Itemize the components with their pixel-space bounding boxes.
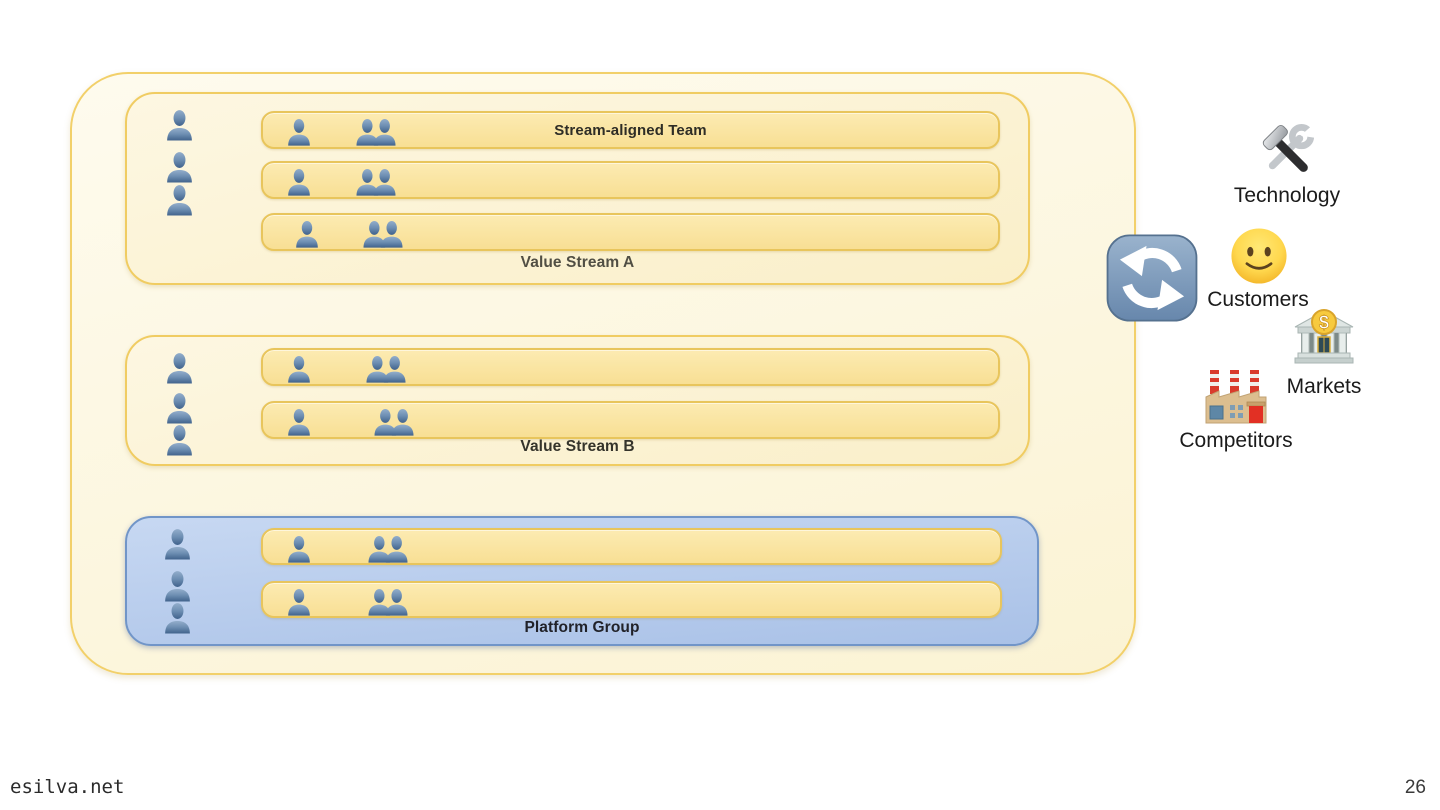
group-value-stream-b: Value Stream B xyxy=(125,335,1030,466)
environment-label-technology: Technology xyxy=(1233,184,1341,207)
person-icon xyxy=(288,408,310,436)
team-bar xyxy=(261,401,1000,439)
organization-container: Stream-aligned Team Value Stream A xyxy=(70,72,1136,675)
team-bar xyxy=(261,348,1000,386)
person-icon xyxy=(165,571,190,602)
environment-label-customers: Customers xyxy=(1207,288,1309,311)
person-icon xyxy=(296,220,318,248)
page-number: 26 xyxy=(1404,777,1426,798)
people-icon xyxy=(368,588,408,616)
team-bar xyxy=(261,213,1000,251)
people-icon xyxy=(368,535,408,563)
group-platform: Platform Group xyxy=(125,516,1039,646)
person-icon xyxy=(167,110,192,141)
people-icon xyxy=(366,355,406,383)
team-bar xyxy=(261,528,1002,565)
footer-site-link[interactable]: esilva.net xyxy=(10,776,125,798)
svg-text:$: $ xyxy=(1319,313,1329,333)
team-bar: Stream-aligned Team xyxy=(261,111,1000,149)
people-icon xyxy=(374,408,414,436)
person-icon xyxy=(288,355,310,383)
person-icon xyxy=(288,588,310,616)
person-icon xyxy=(167,185,192,216)
hammer-and-wrench-icon xyxy=(1262,122,1318,172)
group-label: Platform Group xyxy=(524,619,640,636)
person-icon xyxy=(167,393,192,424)
person-icon xyxy=(288,168,310,196)
person-icon xyxy=(167,353,192,384)
group-label: Value Stream A xyxy=(520,254,635,271)
people-icon xyxy=(363,220,403,248)
factory-icon xyxy=(1205,370,1267,424)
smiling-face-icon xyxy=(1231,228,1287,284)
bank-icon: $ xyxy=(1294,309,1354,364)
team-bar xyxy=(261,161,1000,199)
team-bar xyxy=(261,581,1002,618)
counterclockwise-arrows-icon xyxy=(1106,234,1198,322)
person-icon xyxy=(167,152,192,183)
team-bar-label: Stream-aligned Team xyxy=(554,122,707,139)
person-icon xyxy=(288,535,310,563)
environment-label-competitors: Competitors xyxy=(1179,429,1293,452)
person-icon xyxy=(165,529,190,560)
group-value-stream-a: Stream-aligned Team Value Stream A xyxy=(125,92,1030,285)
people-icon xyxy=(356,168,396,196)
environment-label-markets: Markets xyxy=(1286,375,1362,398)
group-label: Value Stream B xyxy=(520,438,635,455)
